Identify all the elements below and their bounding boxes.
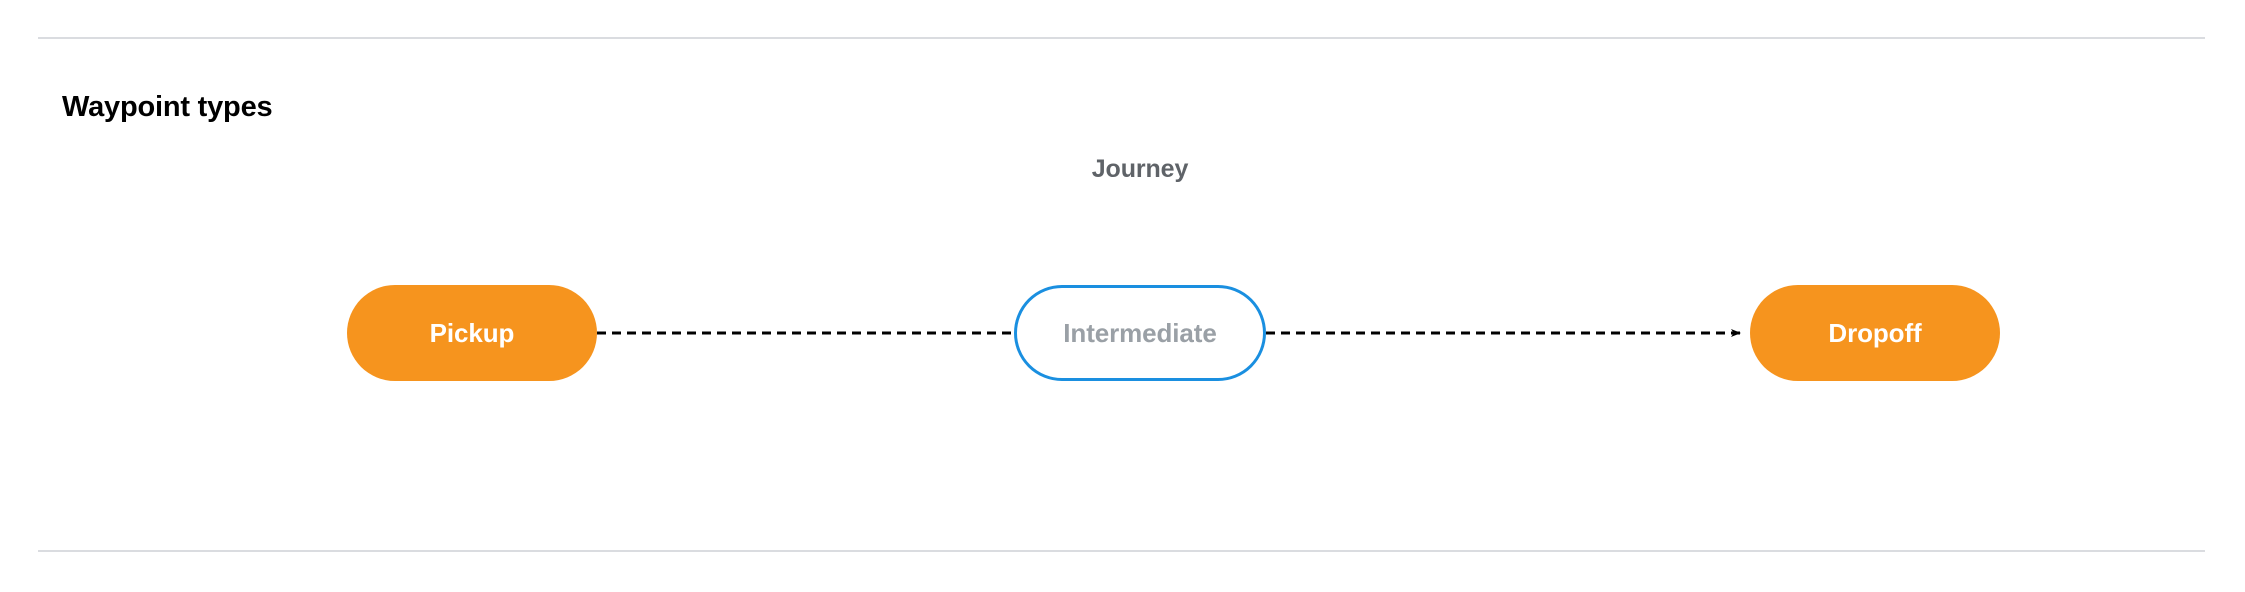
section-divider-bottom [38,550,2205,552]
diagram-edges [597,329,1741,337]
waypoint-node-pickup[interactable]: Pickup [347,285,597,381]
waypoint-node-intermediate[interactable]: Intermediate [1014,285,1266,381]
waypoint-types-diagram: Journey Pickup Intermediate Dropoff [0,100,2245,520]
waypoint-node-dropoff[interactable]: Dropoff [1750,285,2000,381]
journey-group-label: Journey [1091,155,1189,183]
section-divider-top [38,37,2205,39]
page-title: Waypoint types [62,91,273,124]
